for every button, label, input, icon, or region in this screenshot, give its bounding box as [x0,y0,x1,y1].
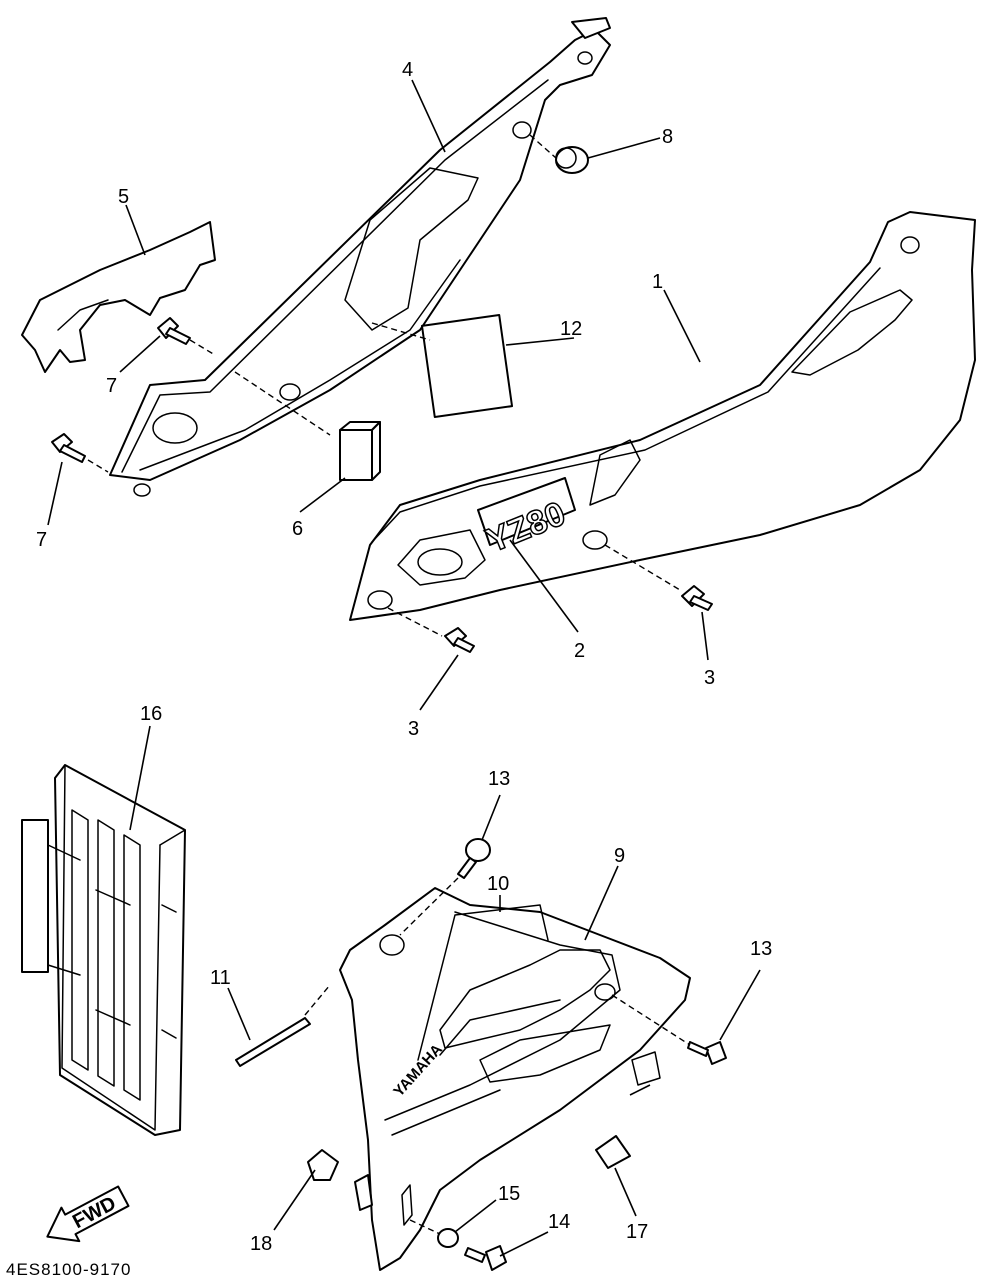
callout-7-lower: 7 [36,529,47,551]
callout-7-upper: 7 [106,375,117,397]
part-10-graphic [417,904,561,1061]
part-17-clip-nut [595,1135,631,1169]
part-16-radiator-guard [21,764,186,1136]
callout-8: 8 [662,126,673,148]
callout-11: 11 [210,967,231,989]
part-5-heat-guard [21,221,216,373]
part-8-grommet [555,146,589,174]
part-11-strip [235,1017,311,1067]
part-18-collar [307,1149,373,1211]
part-6-damper [339,421,381,481]
callout-1: 1 [652,271,663,293]
diagram-code: 4ES8100-9170 [6,1260,131,1279]
callout-10: 10 [487,873,509,895]
callout-6: 6 [292,518,303,540]
part-14-bolt [464,1245,507,1271]
assembly-lines-upper [87,134,557,473]
callout-3-left: 3 [408,718,419,740]
callout-2: 2 [574,640,585,662]
part-13-bolt-right [687,1041,727,1065]
callout-4: 4 [402,59,413,81]
leader-lines [47,79,761,1257]
part-3-bolt-right [681,585,713,611]
assembly-line-14 [409,1219,441,1235]
callout-18: 18 [250,1233,272,1255]
part-7-bolt-upper [157,317,191,345]
assembly-lines-right [387,544,681,637]
callout-3-right: 3 [704,667,715,689]
callout-12: 12 [560,318,582,340]
callout-9: 9 [614,845,625,867]
callout-13-right: 13 [750,938,772,960]
part-4-side-cover-frame [109,17,611,497]
callout-13-upper: 13 [488,768,510,790]
part-13-bolt-upper [457,838,491,879]
part-9-radiator-shroud: YAMAHA [339,887,691,1271]
assembly-line-11 [304,984,331,1016]
callout-17: 17 [626,1221,648,1243]
part-12-label [420,314,514,418]
callout-labels: 1 2 3 3 4 5 6 7 7 8 9 10 11 12 13 13 14 … [36,59,772,1255]
part-3-bolt-left [444,627,475,653]
fwd-arrow: FWD [46,1185,130,1243]
callout-5: 5 [118,186,129,208]
callout-15: 15 [498,1183,520,1205]
callout-16: 16 [140,703,162,725]
part-7-bolt-lower [51,433,86,463]
part-15-washer [437,1228,459,1248]
assembly-lines-shroud [399,877,691,1046]
callout-14: 14 [548,1211,570,1233]
